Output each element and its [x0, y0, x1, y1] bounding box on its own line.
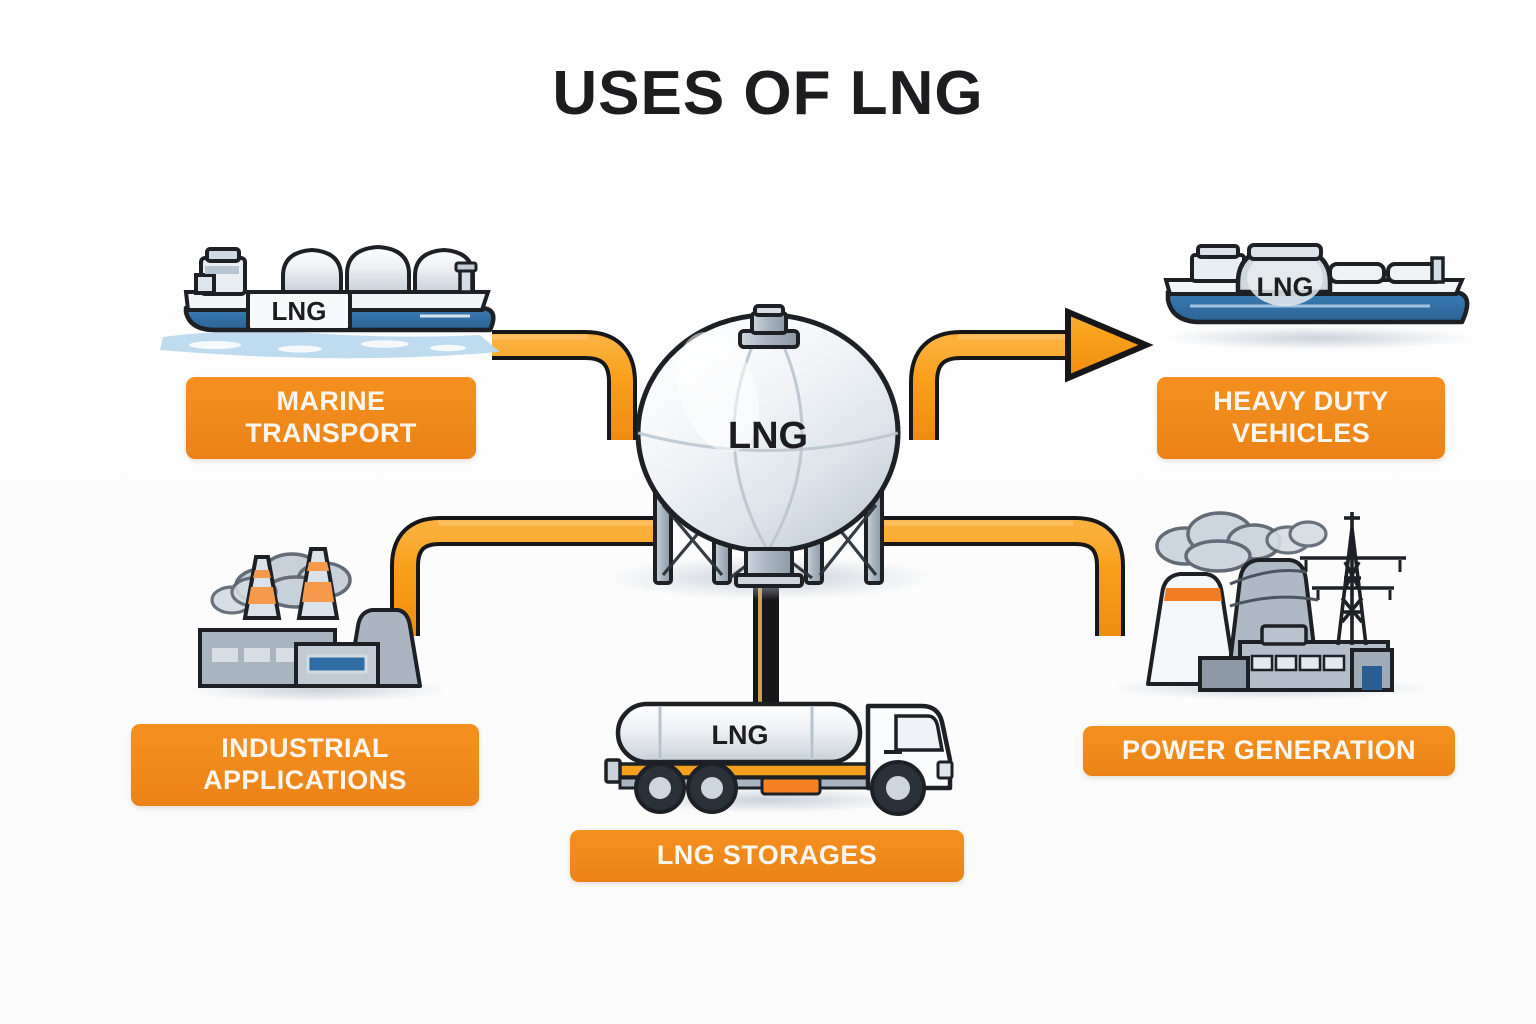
pipe-to-power-generation [880, 516, 1125, 636]
power-plant-icon [1110, 511, 1430, 700]
label-lng-storages-text: LNG STORAGES [656, 840, 878, 871]
pipe-to-industrial-applications [390, 516, 660, 636]
page-title: USES OF LNG [552, 59, 984, 128]
label-power-generation[interactable]: POWER GENERATION [1083, 726, 1455, 776]
lng-carrier-ship-icon: LNG [160, 244, 500, 359]
lng-tanker-truck-icon: LNG [604, 701, 954, 816]
label-power-generation-text: POWER GENERATION [1122, 735, 1416, 766]
ship-lng-text: LNG [272, 296, 327, 326]
factory-icon [188, 547, 448, 702]
pipe-to-marine-transport [492, 330, 637, 440]
sphere-lng-text: LNG [728, 415, 808, 457]
lng-sphere-tank: LNG [605, 304, 935, 600]
pipe-to-heavy-duty-vehicles [909, 307, 1154, 440]
label-lng-storages[interactable]: LNG STORAGES [570, 830, 964, 882]
truck-lng-text: LNG [712, 720, 769, 750]
lng-carrier-ship-dome-icon: LNG [1163, 243, 1473, 350]
ship-dome-lng-text: LNG [1257, 272, 1314, 302]
